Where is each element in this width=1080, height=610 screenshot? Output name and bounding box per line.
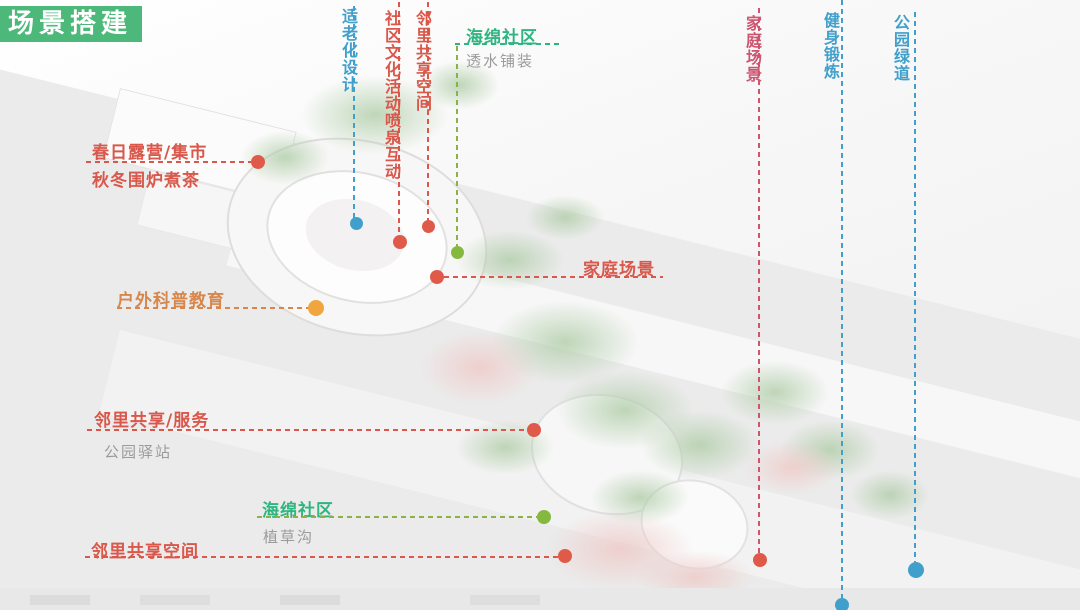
outdoor-education-label: 户外科普教育 xyxy=(117,291,225,311)
family-scene-mid-marker-dot xyxy=(430,270,444,284)
camping-market-label-line2: 秋冬围炉煮茶 xyxy=(92,171,200,191)
community-fountain-marker-dot xyxy=(393,235,407,249)
fitness-leader-line xyxy=(841,0,843,598)
neighbor-space-bottom-label: 邻里共享空间 xyxy=(91,542,199,562)
greenway-label: 公园绿道 xyxy=(891,14,910,82)
tree-cluster xyxy=(720,360,830,425)
bottom-strip-block xyxy=(140,595,210,605)
sponge-bottom-marker-dot xyxy=(537,510,551,524)
neighbor-space-top-label: 邻里共享空间 xyxy=(413,10,432,112)
family-scene-right-marker-dot xyxy=(753,553,767,567)
tree-cluster xyxy=(850,470,930,520)
bottom-strip-block xyxy=(470,595,540,605)
bottom-strip-block xyxy=(280,595,340,605)
outdoor-education-leader-line xyxy=(117,307,310,309)
sponge-top-sublabel: 透水铺装 xyxy=(466,52,535,70)
tree-cluster xyxy=(420,60,500,110)
sponge-top-underline xyxy=(455,43,560,45)
neighbor-space-bottom-marker-dot xyxy=(558,549,572,563)
camping-market-leader-line xyxy=(86,161,252,163)
outdoor-education-marker-dot xyxy=(308,300,324,316)
family-scene-right-label: 家庭场景 xyxy=(743,15,762,83)
tree-cluster xyxy=(525,195,605,240)
pink-tree-cluster xyxy=(420,330,540,405)
bottom-strip-block xyxy=(30,595,90,605)
sponge-bottom-leader-line xyxy=(257,516,537,518)
aging-design-leader-line xyxy=(353,6,355,219)
neighbor-space-top-marker-dot xyxy=(422,220,435,233)
greenway-marker-dot xyxy=(908,562,924,578)
family-scene-mid-leader-line xyxy=(444,276,663,278)
page-title: 场景搭建 xyxy=(0,6,143,42)
sponge-top-leader-line xyxy=(456,46,458,246)
family-scene-mid-label: 家庭场景 xyxy=(583,260,655,280)
sponge-bottom-sublabel: 植草沟 xyxy=(263,528,315,546)
sponge-top-marker-dot xyxy=(451,246,464,259)
community-fountain-label: 社区文化活动喷泉互动 xyxy=(382,10,401,180)
neighbor-space-top-leader-line xyxy=(427,2,429,221)
neighbor-service-sublabel: 公园驿站 xyxy=(104,443,173,461)
tree-cluster xyxy=(640,410,760,480)
fitness-marker-dot xyxy=(835,598,849,610)
pink-tree-cluster xyxy=(745,440,840,495)
neighbor-service-marker-dot xyxy=(527,423,541,437)
family-scene-right-leader-line xyxy=(758,8,760,554)
neighbor-service-leader-line xyxy=(87,429,527,431)
greenway-leader-line xyxy=(914,12,916,562)
tree-cluster xyxy=(455,230,565,290)
bottom-strip xyxy=(0,588,1080,610)
camping-market-label-line1: 春日露营/集市 xyxy=(92,143,208,163)
fitness-label: 健身锻炼 xyxy=(821,12,840,80)
neighbor-service-label: 邻里共享/服务 xyxy=(94,411,210,431)
aging-design-marker-dot xyxy=(350,217,363,230)
neighbor-space-bottom-leader-line xyxy=(85,556,558,558)
camping-market-marker-dot xyxy=(251,155,265,169)
community-fountain-leader-line xyxy=(398,2,400,236)
aging-design-label: 适老化设计 xyxy=(339,8,358,93)
